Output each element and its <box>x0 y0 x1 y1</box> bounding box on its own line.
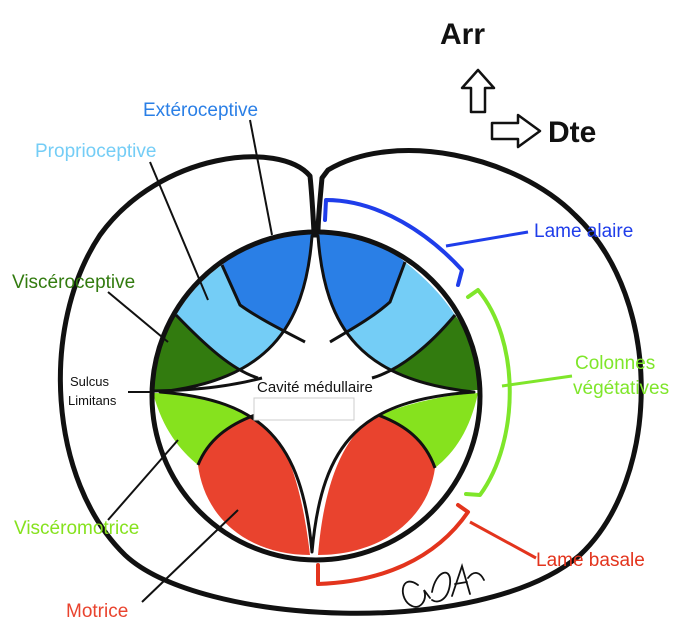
label-vegetatives: végétatives <box>573 378 669 399</box>
label-proprioceptive: Proprioceptive <box>35 141 156 162</box>
label-lame-alaire: Lame alaire <box>534 221 633 242</box>
region-visceromotrice-left <box>153 393 255 465</box>
bracket-lame-basale <box>316 503 470 586</box>
signature-mark <box>401 562 485 608</box>
region-visceromotrice-right <box>378 393 478 468</box>
arrow-up-outline-icon <box>460 68 496 114</box>
bracket-colonnes <box>464 288 512 497</box>
bracket-lame-alaire <box>323 198 464 287</box>
region-exteroceptive-right <box>318 233 405 342</box>
label-lame-basale: Lame basale <box>536 550 645 571</box>
label-visceroceptive: Viscéroceptive <box>12 272 135 293</box>
label-limitans: Limitans <box>68 393 117 408</box>
leader-lines <box>107 119 573 603</box>
region-motrice-right <box>318 415 435 555</box>
arrow-right-outline-icon <box>490 113 542 149</box>
label-exteroceptive: Extéroceptive <box>143 100 258 121</box>
cavity-label-plate <box>253 397 355 421</box>
label-motrice: Motrice <box>66 601 128 622</box>
label-dte: Dte <box>548 116 596 149</box>
label-colonnes: Colonnes <box>575 353 655 374</box>
label-visceromotrice: Viscéromotrice <box>14 518 139 539</box>
region-visceroceptive-right <box>372 315 479 390</box>
label-sulcus: Sulcus <box>70 374 110 389</box>
region-visceroceptive-left <box>152 315 258 390</box>
label-cavite-medullaire: Cavité médullaire <box>257 379 373 396</box>
gray-matter-outline <box>149 229 483 563</box>
column-boundaries <box>152 261 457 469</box>
region-exteroceptive-left <box>222 233 313 342</box>
label-arr: Arr <box>440 18 485 51</box>
